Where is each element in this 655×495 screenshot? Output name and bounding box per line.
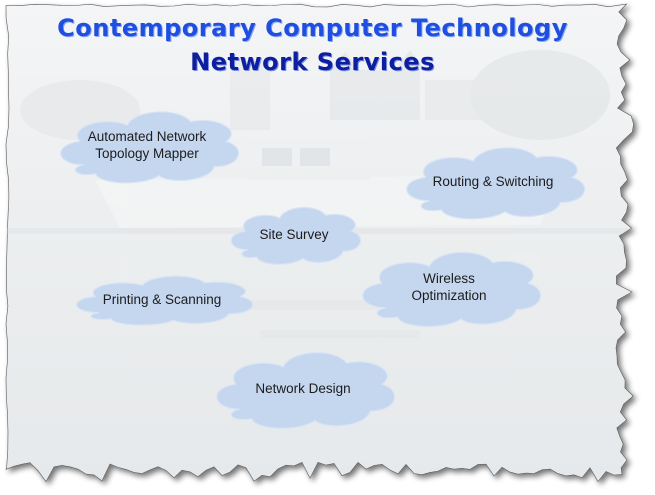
cloud-routing-switching[interactable]: Routing & Switching <box>394 136 592 226</box>
cloud-label: Printing & Scanning <box>102 291 222 307</box>
page-subtitle: Network Services <box>190 48 435 76</box>
cloud-network-design[interactable]: Network Design <box>204 340 402 436</box>
faded-harbor-photo <box>6 50 634 338</box>
cloud-wireless-optimization[interactable]: Wireless Optimization <box>350 240 548 334</box>
cloud-label: Wireless Optimization <box>411 271 487 303</box>
cloud-shape-icon <box>64 268 260 330</box>
cloud-label: Routing & Switching <box>432 173 554 189</box>
cloud-automated-network-topology-mapper[interactable]: Automated Network Topology Mapper <box>48 100 246 190</box>
cloud-label: Automated Network Topology Mapper <box>87 129 207 161</box>
cloud-shape-icon <box>204 340 402 436</box>
cloud-label: Network Design <box>255 380 351 396</box>
cloud-shape-icon <box>350 240 548 334</box>
cloud-printing-scanning[interactable]: Printing & Scanning <box>64 268 260 330</box>
cloud-label: Site Survey <box>259 226 329 242</box>
cloud-shape-icon <box>222 198 366 270</box>
cloud-site-survey[interactable]: Site Survey <box>222 198 366 270</box>
page-title: Contemporary Computer Technology <box>57 14 568 42</box>
cloud-shape-icon <box>394 136 592 226</box>
cloud-shape-icon <box>48 100 246 190</box>
